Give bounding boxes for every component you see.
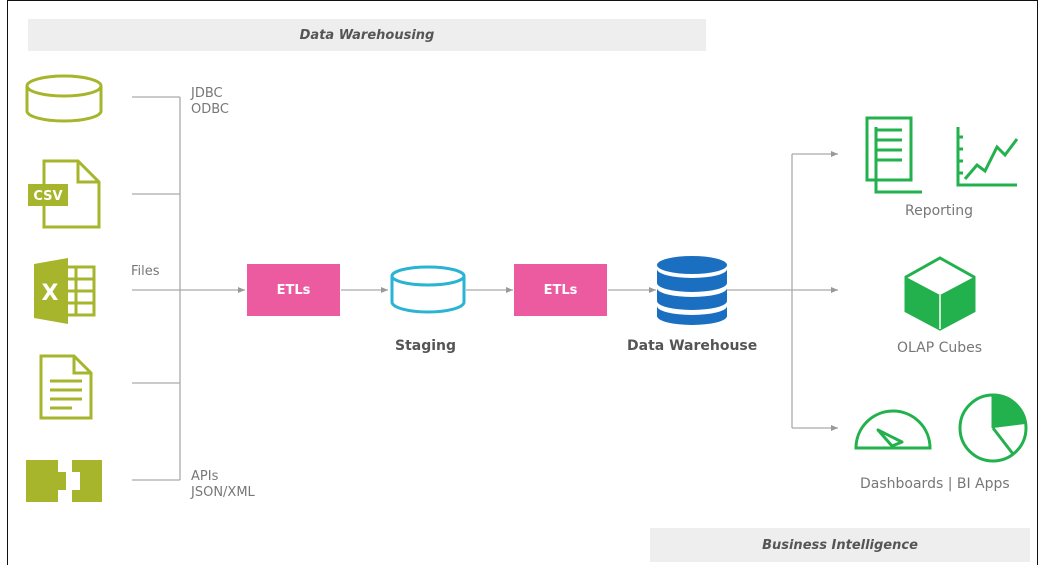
database-icon xyxy=(25,74,103,123)
pie-chart-icon xyxy=(958,393,1028,463)
etl-box-2: ETLs xyxy=(514,264,607,316)
data-warehousing-title: Data Warehousing xyxy=(299,27,435,43)
staging-label: Staging xyxy=(395,338,457,354)
business-intelligence-title: Business Intelligence xyxy=(762,537,918,553)
etl-box-2-label: ETLs xyxy=(543,282,578,298)
line-chart-icon xyxy=(956,127,1019,187)
business-intelligence-band: Business Intelligence xyxy=(650,528,1030,562)
document-icon xyxy=(39,354,93,420)
puzzle-icon xyxy=(26,460,102,502)
reporting-label: Reporting xyxy=(905,203,974,219)
files-label: Files xyxy=(131,264,160,279)
data-warehouse-icon xyxy=(657,256,727,325)
gauge-icon xyxy=(854,409,932,450)
dashboards-bi-apps-label: Dashboards | BI Apps xyxy=(860,476,1010,492)
csv-file-icon: CSV xyxy=(28,159,101,229)
jdbc-label: JDBC xyxy=(191,86,223,101)
json-xml-label: JSON/XML xyxy=(191,485,255,500)
data-warehousing-band: Data Warehousing xyxy=(28,19,706,51)
data-warehouse-label: Data Warehouse xyxy=(627,338,758,354)
cube-icon xyxy=(904,256,976,331)
etl-box-1: ETLs xyxy=(247,264,340,316)
staging-database-icon xyxy=(390,265,466,314)
apis-label: APIs xyxy=(191,469,219,484)
excel-badge-text: X xyxy=(42,281,59,306)
odbc-label: ODBC xyxy=(191,102,230,117)
csv-badge-text: CSV xyxy=(33,189,62,204)
olap-cubes-label: OLAP Cubes xyxy=(897,340,983,356)
diagram-frame xyxy=(7,0,1038,565)
etl-box-1-label: ETLs xyxy=(276,282,311,298)
excel-icon: X xyxy=(34,258,96,324)
report-icon xyxy=(865,116,922,194)
